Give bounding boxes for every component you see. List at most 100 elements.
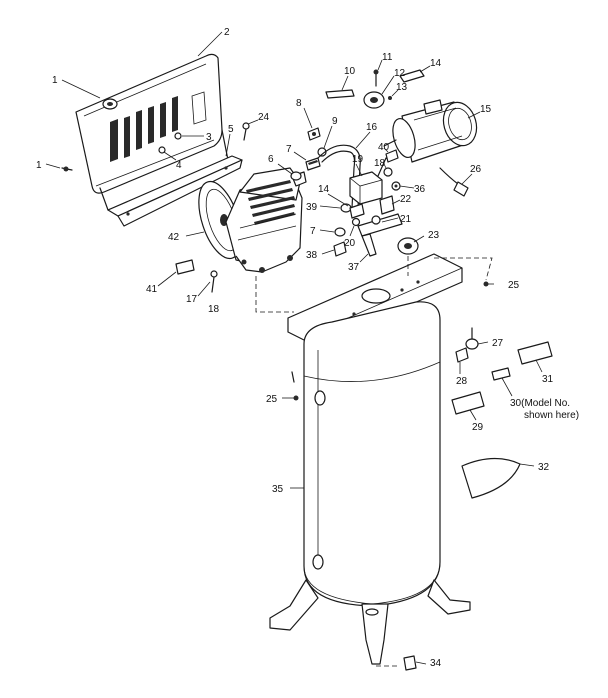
manifold — [357, 213, 403, 257]
callout-1-side: 1 — [36, 160, 42, 171]
guard-screw-top — [102, 98, 118, 110]
leader-8 — [303, 107, 313, 129]
callout-37: 37 — [348, 262, 360, 273]
bolt-17 — [210, 270, 218, 293]
leader-13 — [391, 89, 399, 97]
callout-31: 31 — [542, 374, 554, 385]
leader-38 — [321, 249, 335, 255]
leader-14b — [327, 193, 349, 207]
callout-40: 40 — [378, 142, 390, 153]
callout-7-lower: 7 — [310, 226, 316, 237]
callout-13: 13 — [396, 82, 408, 93]
leader-7a — [293, 151, 307, 161]
callout-30: 30(Model No. — [510, 398, 570, 409]
leader-19 — [355, 163, 363, 177]
callout-27: 27 — [492, 338, 504, 349]
pressure-switch-lever — [325, 69, 392, 109]
leader-1a — [61, 79, 101, 99]
screw-25-left — [291, 371, 299, 401]
connector-14-top — [399, 69, 425, 83]
leader-39 — [319, 205, 341, 209]
callout-25-right: 25 — [508, 280, 520, 291]
callout-36: 36 — [414, 184, 426, 195]
guard-nut — [158, 132, 182, 154]
label-31 — [517, 341, 553, 365]
callout-34: 34 — [430, 658, 442, 669]
pump-assembly — [198, 167, 307, 273]
callout-25-left: 25 — [266, 394, 278, 405]
tank-legs — [269, 579, 471, 665]
callout-2: 2 — [224, 27, 230, 38]
guard-screw-side — [61, 166, 73, 172]
safety-valve — [465, 327, 479, 350]
callout-24: 24 — [258, 112, 270, 123]
callout-10: 10 — [344, 66, 356, 77]
callout-30-note: shown here) — [524, 410, 579, 421]
warning-decal — [461, 457, 521, 499]
callout-12: 12 — [394, 68, 406, 79]
callout-28: 28 — [456, 376, 468, 387]
alignment-line-right — [434, 257, 493, 281]
leader-10 — [341, 75, 349, 91]
leader-14a — [419, 65, 431, 73]
leader-26 — [461, 173, 473, 185]
leader-16 — [355, 131, 371, 149]
callout-22: 22 — [400, 194, 412, 205]
callout-19: 19 — [352, 154, 364, 165]
leader-17 — [197, 281, 211, 297]
fitting-40 — [385, 149, 399, 163]
callout-16: 16 — [366, 122, 378, 133]
leader-1b — [45, 163, 61, 169]
gauge-fitting — [455, 347, 469, 363]
leader-2 — [197, 31, 223, 57]
callout-6: 6 — [268, 154, 274, 165]
callout-18-lower: 18 — [208, 304, 220, 315]
callout-1-top: 1 — [52, 75, 58, 86]
callout-39: 39 — [306, 202, 318, 213]
fitting-22 — [379, 195, 395, 215]
leader-37 — [359, 253, 369, 263]
leader-30 — [501, 377, 513, 397]
callout-17: 17 — [186, 294, 198, 305]
callout-21: 21 — [400, 214, 412, 225]
fitting-14-lower — [349, 203, 365, 219]
leader-6 — [277, 163, 293, 175]
label-30 — [491, 367, 511, 381]
callout-3: 3 — [206, 132, 212, 143]
callout-38: 38 — [306, 250, 318, 261]
motor-cord — [439, 167, 469, 197]
fitting-9 — [317, 147, 327, 157]
motor — [383, 99, 478, 163]
bracket-bolt — [242, 122, 250, 141]
leader-15 — [467, 111, 481, 119]
leader-24 — [247, 119, 259, 125]
callout-26: 26 — [470, 164, 482, 175]
leader-34 — [415, 661, 427, 665]
fitting-7-lower — [334, 227, 346, 237]
leader-22 — [391, 199, 401, 205]
leader-4 — [163, 151, 177, 161]
callout-20: 20 — [344, 238, 356, 249]
leader-27 — [477, 341, 489, 345]
fitting-8 — [307, 127, 321, 141]
callout-18-upper: 18 — [374, 158, 386, 169]
leader-42 — [185, 231, 205, 237]
leader-18a — [383, 163, 387, 169]
pump-outlet-fitting — [290, 157, 321, 181]
leader-12 — [381, 75, 395, 95]
guard-bracket — [107, 155, 243, 227]
callout-41: 41 — [146, 284, 158, 295]
fitting-18 — [383, 167, 393, 177]
drain-valve — [376, 655, 417, 671]
leader-9 — [323, 125, 333, 149]
discharge-tube — [317, 144, 361, 209]
pressure-switch — [349, 157, 393, 205]
leader-20 — [349, 225, 355, 237]
leader-29 — [469, 409, 477, 421]
callout-7-upper: 7 — [286, 144, 292, 155]
callout-42: 42 — [168, 232, 180, 243]
leader-23 — [413, 235, 425, 243]
leader-21 — [381, 217, 399, 223]
callout-14-lower: 14 — [318, 184, 330, 195]
